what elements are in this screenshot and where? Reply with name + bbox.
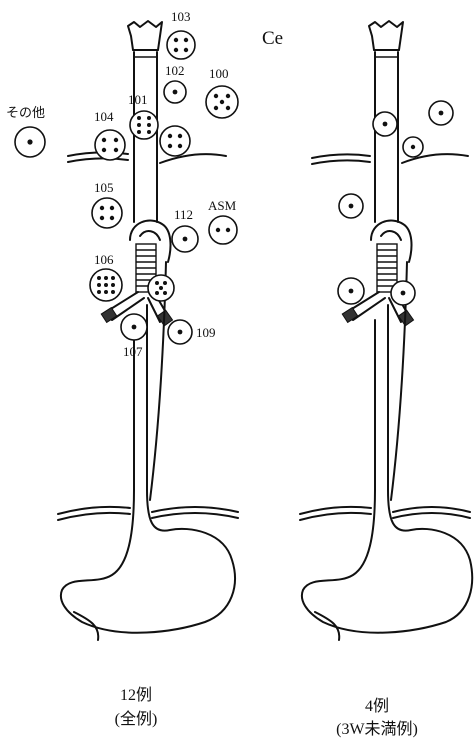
left-node-102 [164,81,186,103]
label-112: 112 [174,207,193,222]
left-stomach [61,490,235,633]
right-caption-note: (3W未満例) [336,720,418,738]
left-node-100 [206,86,238,118]
right-thoracic-line-left [312,154,370,158]
left-node-103 [167,31,195,59]
left-caption-count: 12例 [120,686,152,704]
left-node-105 [92,198,122,228]
right-node-upper-right [429,101,453,125]
left-node-101 [130,111,158,139]
label-102: 102 [165,63,185,78]
right-node-middle-left [339,194,363,218]
right-node-hilar-right [391,281,415,305]
left-node-106-right [148,275,174,301]
label-103: 103 [171,9,191,24]
right-node-hilar-left [338,278,364,304]
right-pharynx-cap [369,21,403,50]
right-node-near-clavicle [403,137,423,157]
left-node-asm [209,216,237,244]
label-106: 106 [94,252,114,267]
label-ce: Ce [262,28,283,49]
label-104: 104 [94,109,114,124]
left-node-107 [121,314,147,340]
left-node-other [15,127,45,157]
left-node-106 [90,269,122,301]
left-node-112 [172,226,198,252]
right-node-upper-paraesophageal [373,112,397,136]
label-100: 100 [209,66,229,81]
right-stomach [302,490,472,633]
label-101: 101 [128,92,148,107]
left-node-104-right [160,126,190,156]
left-node-104 [95,130,125,160]
right-caption-count: 4例 [365,697,389,715]
left-caption-note: (全例) [115,710,158,728]
label-105: 105 [94,180,114,195]
left-pharynx-cap [128,21,162,50]
label-other: その他 [6,105,45,120]
label-asm: ASM [208,198,237,213]
left-node-109 [168,320,192,344]
label-107: 107 [123,344,143,359]
label-109: 109 [196,325,216,340]
